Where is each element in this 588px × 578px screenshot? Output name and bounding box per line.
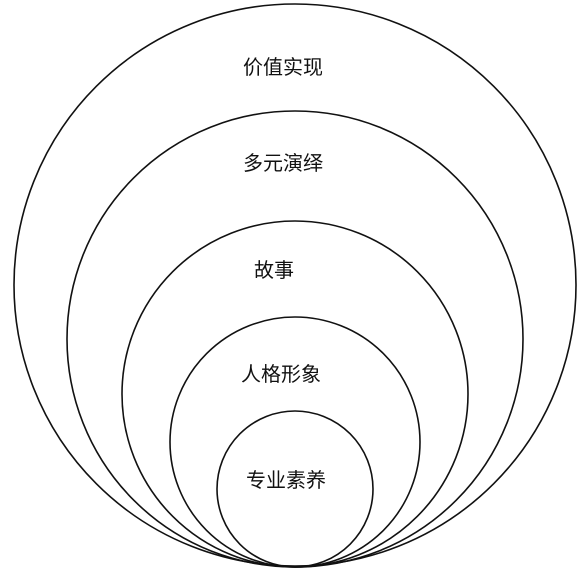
- ring-label-story: 故事: [254, 258, 294, 282]
- ring-label-value-realization: 价值实现: [243, 55, 323, 79]
- ring-professional-quality: [216, 410, 374, 568]
- ring-multi-interpretation: [66, 110, 524, 568]
- ring-label-multi-interpretation: 多元演绎: [243, 151, 323, 175]
- ring-label-personality-image: 人格形象: [241, 362, 321, 386]
- ring-outer-value-realization: [13, 3, 577, 567]
- ring-story: [121, 220, 469, 568]
- ring-personality-image: [169, 316, 421, 568]
- ring-label-professional-quality: 专业素养: [246, 468, 326, 492]
